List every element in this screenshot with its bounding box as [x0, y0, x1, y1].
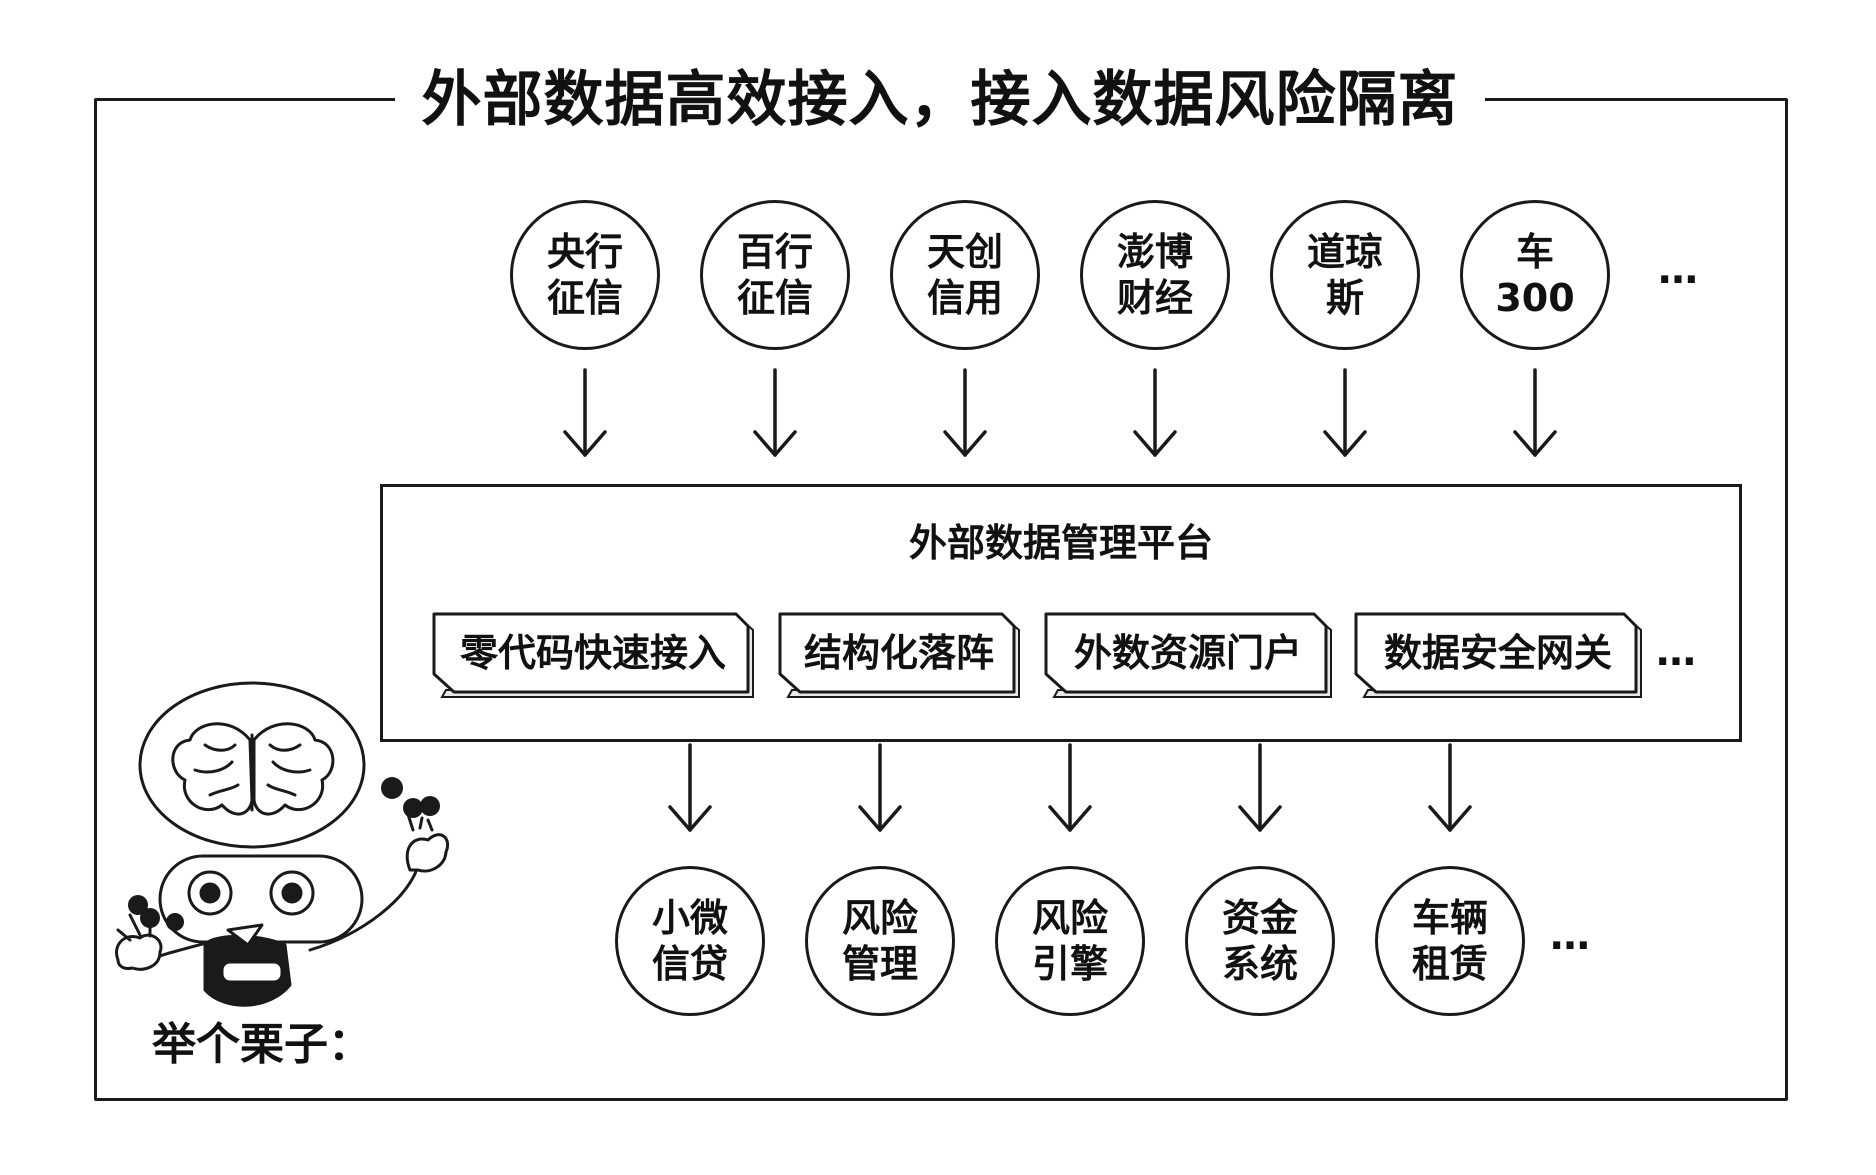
source-label: 征信: [736, 276, 813, 320]
source-node-baihang-credit: 百行 征信: [700, 200, 850, 350]
app-label: 信贷: [651, 942, 728, 986]
arrow-down-icon: [858, 743, 902, 832]
source-label: 车: [1515, 230, 1554, 274]
arrow-down-icon: [1513, 368, 1557, 457]
tag-shape-icon: [778, 612, 1020, 698]
app-label: 租赁: [1411, 942, 1488, 986]
app-node-funding-system: 资金 系统: [1185, 866, 1335, 1016]
feature-label: 结构化落阵: [803, 631, 994, 675]
feature-tag-structured-landing: 结构化落阵: [778, 612, 1020, 698]
source-label: 央行: [546, 230, 623, 274]
app-label: 车辆: [1411, 896, 1488, 940]
app-label: 资金: [1221, 896, 1298, 940]
feature-tag-security-gateway: 数据安全网关: [1354, 612, 1642, 698]
arrow-down-icon: [943, 368, 987, 457]
arrow-down-icon: [668, 743, 712, 832]
source-label: 百行: [736, 230, 813, 274]
app-node-risk-management: 风险 管理: [805, 866, 955, 1016]
feature-label: 外数资源门户: [1073, 631, 1302, 675]
app-label: 风险: [1031, 896, 1108, 940]
app-node-vehicle-leasing: 车辆 租赁: [1375, 866, 1525, 1016]
tag-shape-icon: [432, 612, 754, 698]
source-node-pbc-credit: 央行 征信: [510, 200, 660, 350]
arrow-down-icon: [1238, 743, 1282, 832]
feature-label: 数据安全网关: [1383, 631, 1612, 675]
apps-more-ellipsis: …: [1550, 913, 1590, 959]
title-background: [395, 60, 1485, 140]
app-node-micro-loan: 小微 信贷: [615, 866, 765, 1016]
source-node-tianchuang-credit: 天创 信用: [890, 200, 1040, 350]
feature-tag-resource-portal: 外数资源门户: [1044, 612, 1332, 698]
sources-more-ellipsis: …: [1658, 247, 1698, 293]
feature-tag-zero-code-access: 零代码快速接入: [432, 612, 754, 698]
arrow-down-icon: [1323, 368, 1367, 457]
arrow-down-icon: [753, 368, 797, 457]
app-label: 系统: [1221, 942, 1298, 986]
app-label: 风险: [841, 896, 918, 940]
feature-label: 零代码快速接入: [459, 631, 726, 675]
source-label: 斯: [1325, 276, 1364, 320]
source-label: 征信: [546, 276, 623, 320]
example-label: 举个栗子：: [152, 1019, 372, 1070]
source-node-pengbo-finance: 澎博 财经: [1080, 200, 1230, 350]
arrow-down-icon: [1048, 743, 1092, 832]
tag-shape-icon: [1354, 612, 1642, 698]
features-more-ellipsis: …: [1656, 629, 1696, 675]
app-label: 小微: [651, 896, 728, 940]
arrow-down-icon: [1133, 368, 1177, 457]
app-node-risk-engine: 风险 引擎: [995, 866, 1145, 1016]
platform-title: 外部数据管理平台: [908, 521, 1213, 565]
app-label: 管理: [841, 942, 918, 986]
source-label: 道琼: [1306, 230, 1383, 274]
source-label: 财经: [1116, 276, 1193, 320]
source-label: 信用: [926, 276, 1003, 320]
app-label: 引擎: [1031, 942, 1108, 986]
arrow-down-icon: [1428, 743, 1472, 832]
tag-shape-icon: [1044, 612, 1332, 698]
arrow-down-icon: [563, 368, 607, 457]
source-label: 300: [1495, 276, 1575, 320]
source-node-dow-jones: 道琼 斯: [1270, 200, 1420, 350]
source-label: 天创: [926, 230, 1003, 274]
source-node-che300: 车 300: [1460, 200, 1610, 350]
source-label: 澎博: [1116, 230, 1193, 274]
diagram-title: 外部数据高效接入，接入数据风险隔离: [421, 65, 1459, 135]
